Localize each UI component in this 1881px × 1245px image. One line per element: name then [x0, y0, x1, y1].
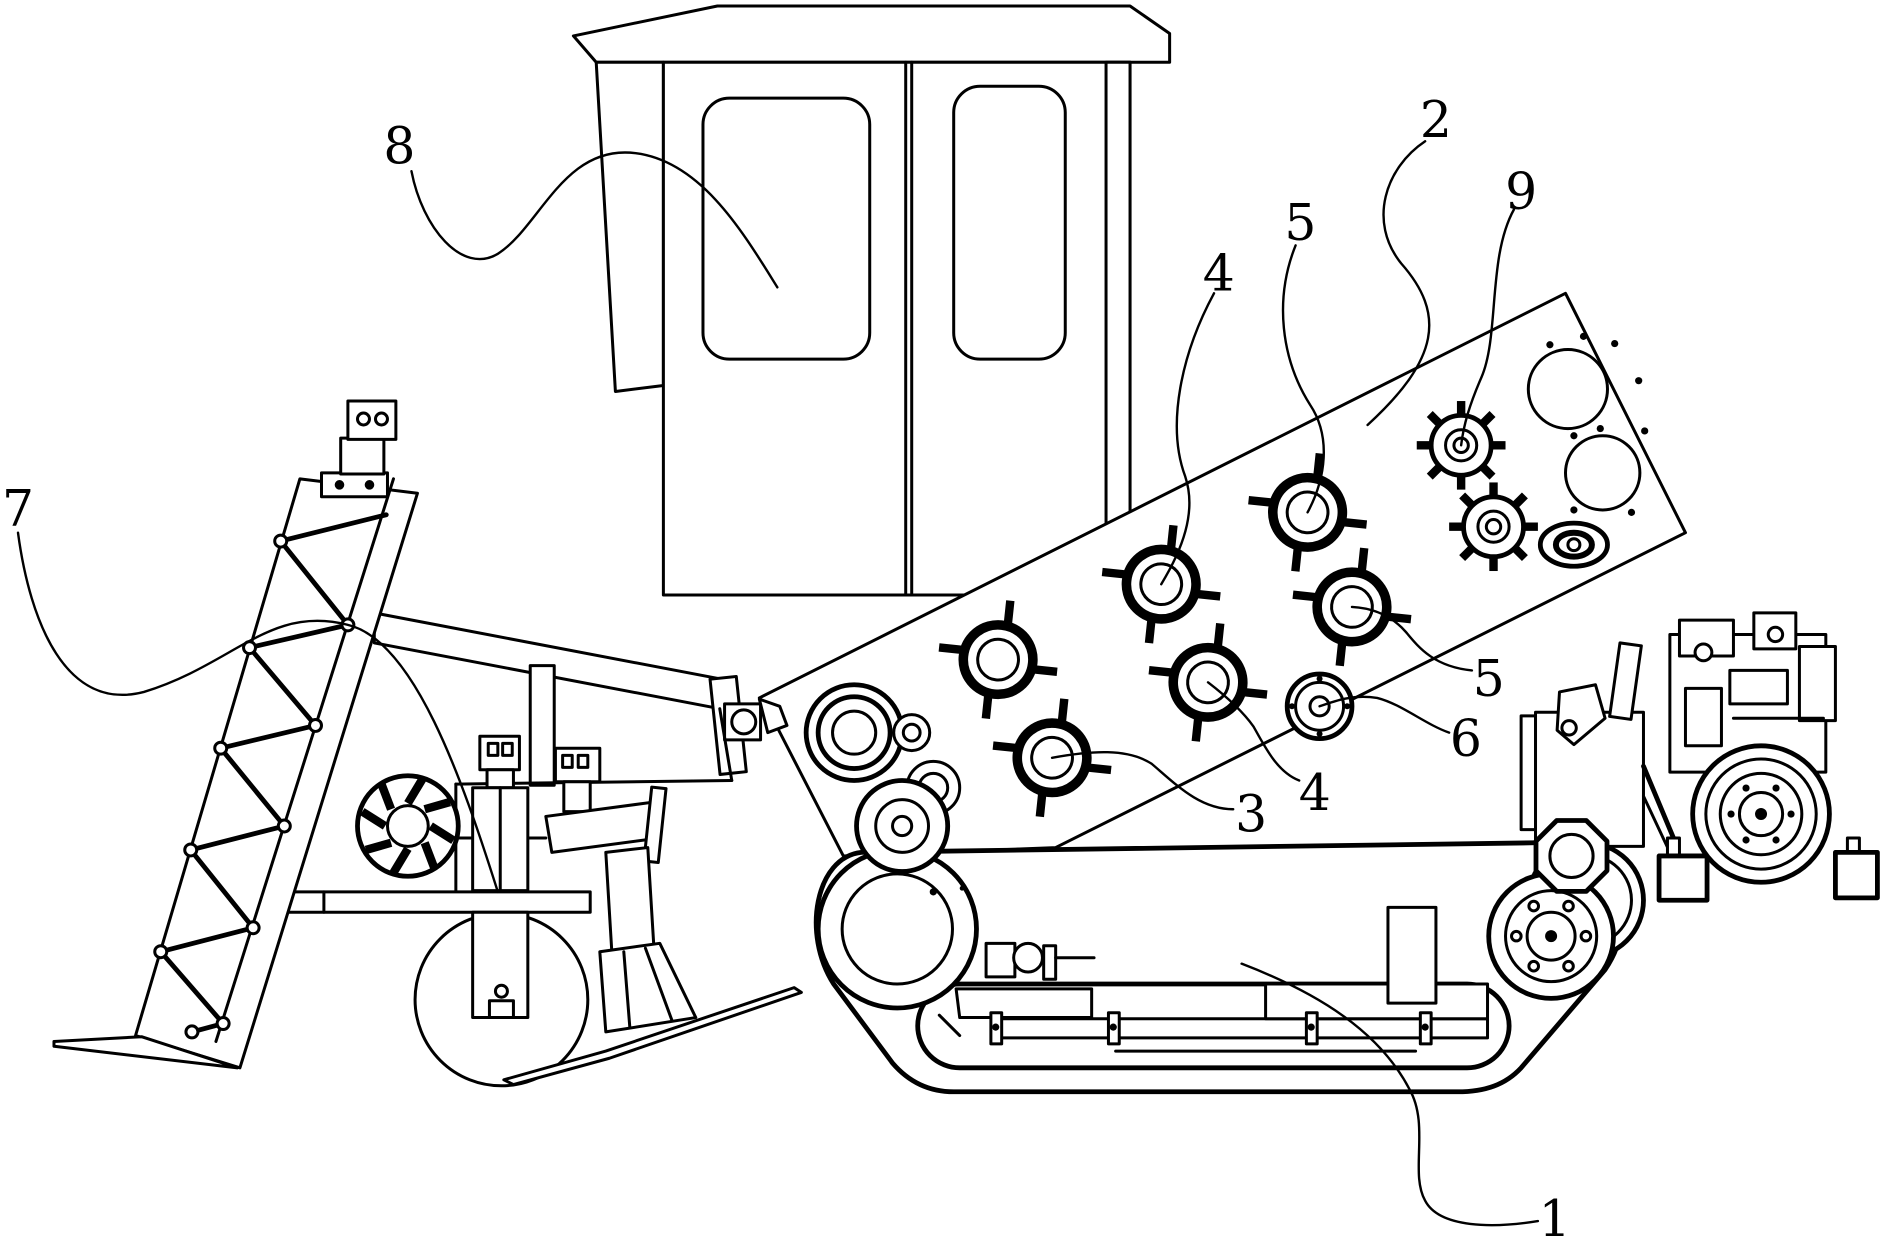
- column-frame: [136, 479, 418, 1068]
- eye-bearing: [1540, 523, 1607, 566]
- track-post: [1388, 907, 1436, 1003]
- engine: [1643, 613, 1877, 900]
- cab-roof: [573, 6, 1169, 62]
- rotor-9-lower: [1449, 482, 1538, 571]
- header-pillar: [530, 666, 554, 786]
- rear-frame: [1521, 643, 1643, 846]
- callout-1: 1: [1539, 1189, 1571, 1245]
- lattice-column: [54, 401, 417, 1068]
- callout-9: 9: [1505, 162, 1537, 221]
- crawler-track: [816, 843, 1643, 1092]
- track-frame-bar: [993, 1019, 1487, 1038]
- engine-pulley: [1693, 746, 1830, 882]
- callout-3: 3: [1235, 785, 1267, 844]
- callout-8: 8: [383, 117, 415, 176]
- tension-gear: [1536, 821, 1607, 892]
- plate-port-lower: [1566, 436, 1640, 510]
- plate-port-upper: [1528, 350, 1607, 429]
- pulley-large: [806, 685, 902, 781]
- header-lower-beam: [288, 892, 590, 912]
- cab: [573, 6, 1169, 595]
- cab-front-panel: [596, 62, 663, 391]
- center-lift-cylinder: [473, 736, 528, 1017]
- callout-7: 7: [2, 479, 34, 538]
- callout-5-lower: 5: [1473, 649, 1505, 708]
- callout-2: 2: [1420, 90, 1452, 149]
- column-drive-housing: [341, 438, 384, 474]
- engine-foot-left: [1667, 838, 1679, 856]
- arm-pivot: [732, 710, 756, 734]
- cab-side-strip: [1106, 62, 1130, 523]
- pulley-lower: [857, 781, 948, 872]
- callout-6: 6: [1450, 709, 1482, 768]
- vaned-wheel: [357, 776, 458, 877]
- pulley-small: [894, 715, 930, 751]
- callout-4-upper: 4: [1203, 243, 1235, 302]
- flange-bolt: [335, 480, 345, 490]
- flange-bolt: [365, 480, 375, 490]
- idler-wheel: [818, 850, 976, 1008]
- callout-4-lower: 4: [1299, 763, 1331, 822]
- column-flange: [321, 473, 387, 497]
- engine-foot-right: [1835, 852, 1877, 897]
- cab-body: [663, 62, 1130, 595]
- engine-foot-left: [1659, 856, 1707, 900]
- callout-5-upper: 5: [1284, 193, 1316, 252]
